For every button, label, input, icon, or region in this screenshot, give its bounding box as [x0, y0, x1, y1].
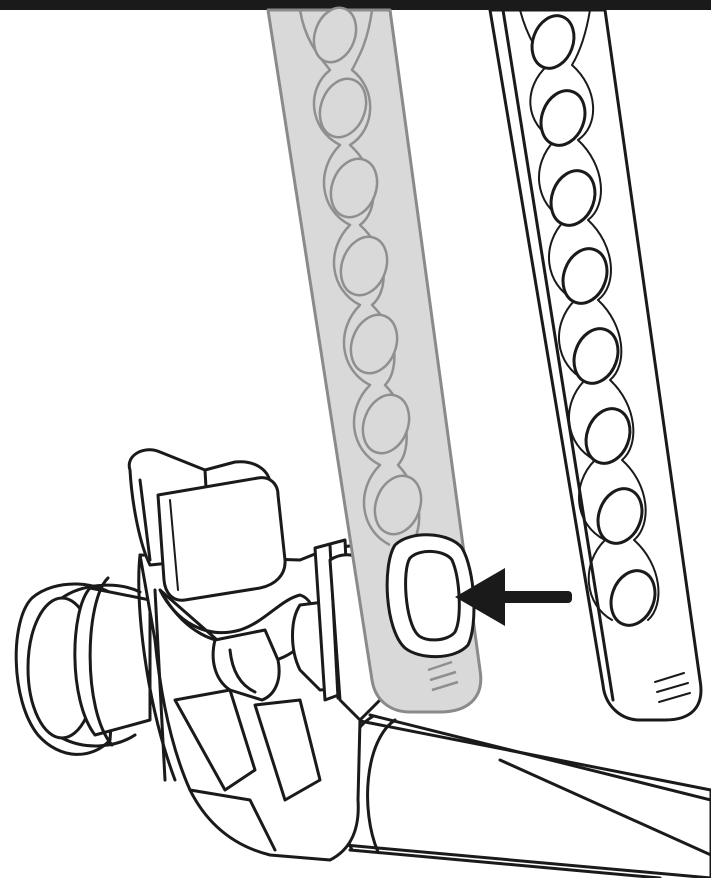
clamp-cradle [127, 448, 382, 862]
arrow-left-icon [455, 568, 572, 626]
strap-button [385, 533, 476, 659]
top-border [0, 0, 711, 10]
bar-tube [14, 576, 711, 878]
ellipse-hole-icon [530, 14, 657, 627]
plain-strap [488, 8, 703, 722]
pointer-arrow [455, 568, 572, 626]
ellipse-hole-icon [312, 6, 423, 536]
